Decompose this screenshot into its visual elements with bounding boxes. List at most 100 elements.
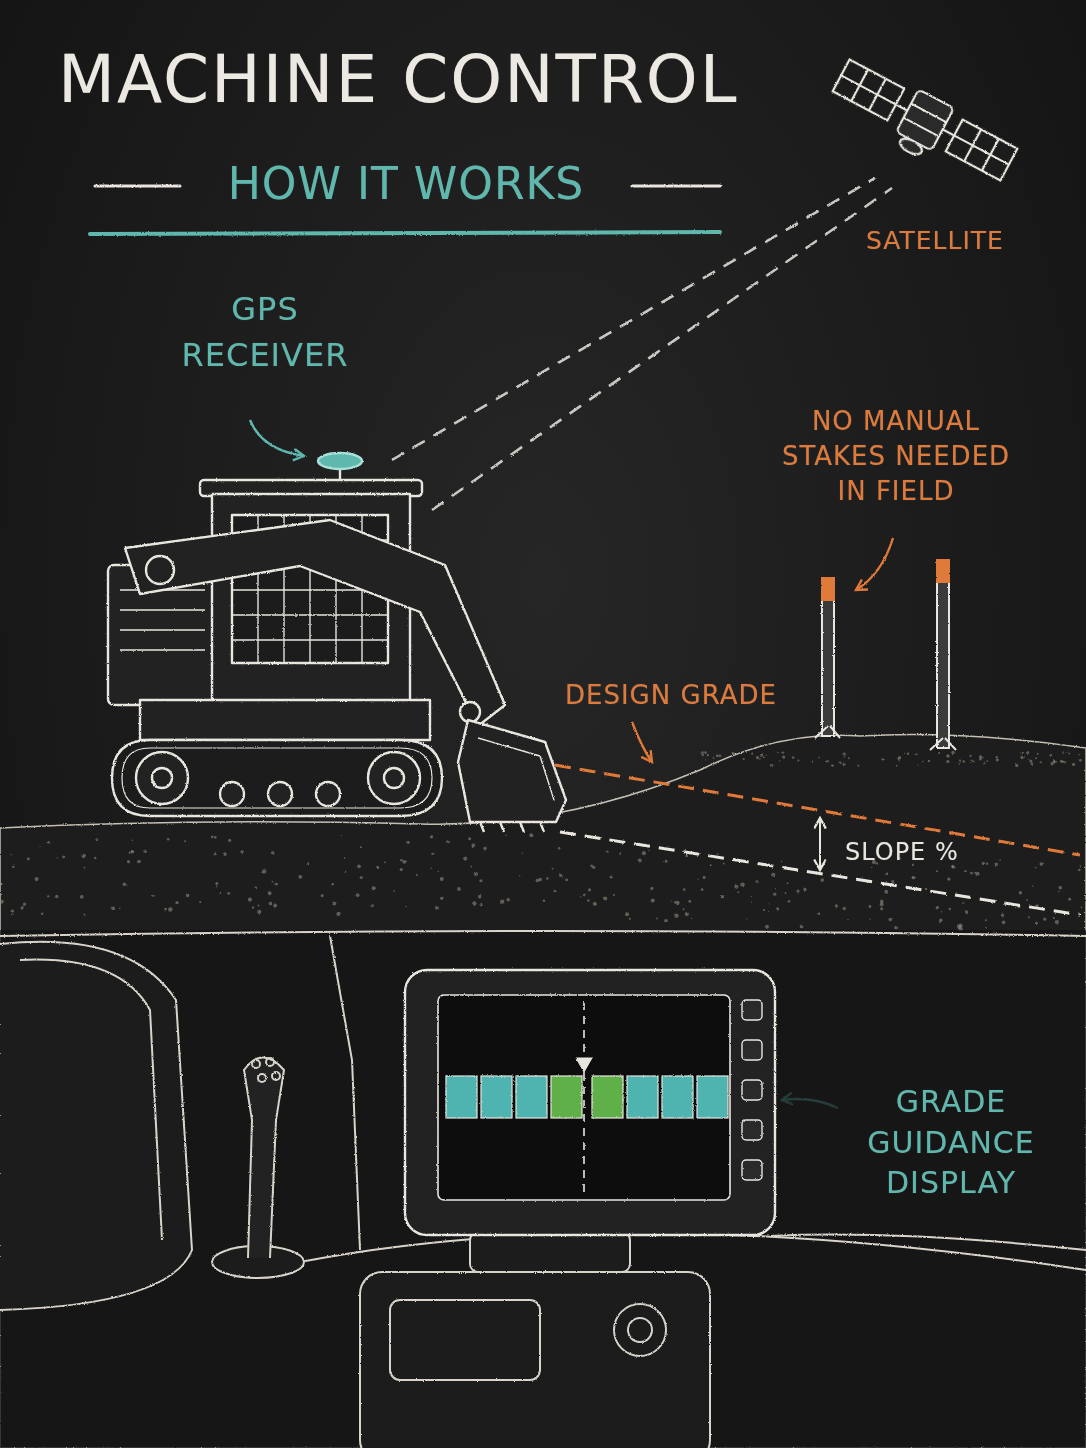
speckle	[1062, 752, 1064, 754]
survey-stakes	[815, 560, 956, 750]
speckle	[842, 763, 845, 766]
speckle	[1058, 891, 1059, 892]
speckle	[985, 919, 987, 921]
speckle	[610, 876, 612, 878]
speckle	[377, 866, 380, 869]
speckle	[803, 888, 806, 891]
speckle	[1020, 752, 1023, 755]
speckle	[506, 898, 510, 902]
speckle	[131, 850, 134, 853]
speckle	[970, 759, 972, 761]
speckle	[248, 897, 252, 901]
leader-arrow	[856, 538, 893, 590]
speckle	[779, 760, 780, 761]
speckle	[717, 853, 719, 855]
speckle	[787, 882, 789, 884]
speckle	[11, 854, 12, 855]
speckle	[21, 906, 25, 910]
speckle	[592, 866, 595, 869]
speckle	[440, 897, 443, 900]
speckle	[613, 894, 615, 896]
speckle	[898, 760, 900, 762]
speckle	[970, 762, 971, 763]
speckle	[812, 761, 813, 762]
leader-arrow	[250, 420, 304, 456]
speckle	[268, 891, 272, 895]
speckle	[522, 852, 523, 853]
speckle	[186, 894, 190, 898]
speckle	[519, 875, 520, 876]
speckle	[543, 900, 546, 903]
speckle	[164, 908, 167, 911]
speckle	[651, 899, 655, 903]
speckle	[982, 862, 985, 865]
speckle	[1019, 891, 1022, 894]
speckle	[777, 752, 779, 754]
speckle	[1079, 759, 1082, 762]
speckle	[168, 907, 172, 911]
speckle	[969, 755, 971, 757]
speckle	[782, 755, 785, 758]
speckle	[211, 835, 214, 838]
speckle	[129, 852, 131, 854]
speckle	[223, 852, 227, 856]
speckle	[588, 888, 591, 891]
slope-dimension	[819, 818, 821, 870]
speckle	[1, 883, 3, 885]
speckle	[888, 918, 892, 922]
speckle	[438, 871, 440, 873]
note: NO MANUAL STAKES NEEDED IN FIELD	[765, 404, 1027, 509]
speckle	[1051, 762, 1054, 765]
speckle	[474, 872, 478, 876]
speckle	[505, 834, 507, 836]
speckle	[797, 760, 799, 762]
speckle	[938, 752, 940, 754]
speckle	[723, 863, 725, 865]
speckle	[41, 912, 44, 915]
speckle	[47, 841, 50, 844]
speckle	[95, 838, 98, 841]
speckle	[683, 888, 686, 891]
speckle	[710, 864, 712, 866]
speckle	[894, 926, 898, 930]
speckle	[435, 906, 439, 910]
speckle	[228, 839, 231, 842]
speckle	[470, 866, 472, 868]
speckle	[258, 905, 260, 907]
leader-arrow	[632, 722, 652, 762]
speckle	[721, 895, 725, 899]
speckle	[1002, 921, 1006, 925]
speckle	[763, 756, 765, 758]
speckle	[536, 879, 540, 883]
speckle	[27, 857, 30, 860]
speckle	[979, 758, 982, 761]
speckle	[55, 895, 58, 898]
speckle	[321, 894, 324, 897]
speckle	[912, 876, 915, 879]
speckle	[735, 885, 739, 889]
speckle	[1028, 759, 1029, 760]
speckle	[781, 861, 783, 863]
speckle	[257, 910, 261, 914]
speckle	[951, 751, 954, 754]
speckle	[1030, 762, 1033, 765]
speckle	[430, 868, 431, 869]
speckle	[962, 902, 964, 904]
speckle	[664, 860, 667, 863]
speckle	[81, 854, 85, 858]
dimension: SLOPE %	[845, 838, 995, 867]
speckle	[12, 914, 14, 916]
speckle	[111, 906, 115, 910]
speckle	[1068, 898, 1071, 901]
speckle	[697, 878, 698, 879]
speckle	[344, 857, 345, 858]
speckle	[638, 858, 642, 862]
speckle	[500, 899, 504, 903]
speckle	[471, 843, 475, 847]
speckle	[719, 755, 721, 757]
speckle	[939, 919, 943, 923]
speckle	[760, 754, 763, 757]
speckle	[1053, 917, 1055, 919]
speckle	[273, 904, 277, 908]
speckle	[184, 840, 186, 842]
